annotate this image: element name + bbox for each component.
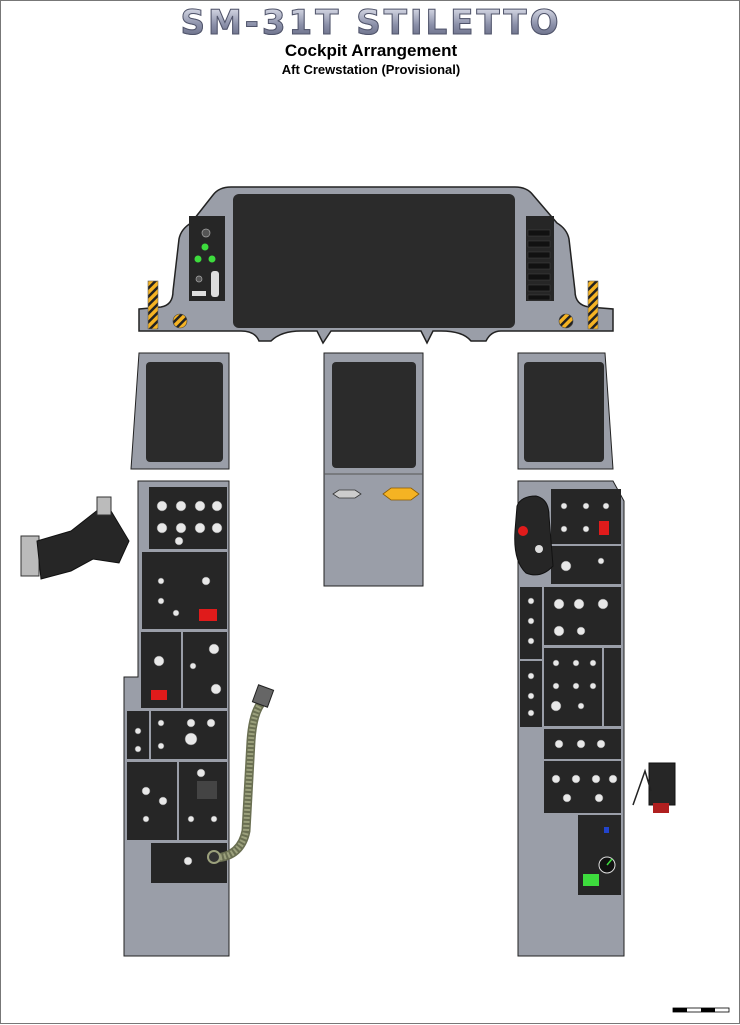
knob[interactable]: [201, 228, 211, 238]
console-panel: [127, 711, 149, 759]
console-panel: [127, 762, 177, 840]
gear-indicator-nose: [201, 243, 209, 251]
console-panel: [149, 487, 227, 549]
gear-handle[interactable]: [211, 271, 219, 297]
warning-switch-guard[interactable]: [199, 609, 217, 621]
left-mfd: [130, 352, 230, 470]
right-mfd: [517, 352, 614, 470]
main-instrument-panel: [138, 186, 614, 345]
ejection-handle-right[interactable]: [587, 280, 599, 330]
diagram-subtitle: Cockpit Arrangement: [284, 41, 458, 60]
control-knobs[interactable]: [134, 500, 223, 866]
stowed-equipment: [632, 762, 676, 813]
emergency-knob-left[interactable]: [172, 313, 188, 329]
warning-lights: [527, 229, 551, 301]
emergency-knob-right[interactable]: [558, 313, 574, 329]
console-panel: [544, 761, 621, 813]
scale-bar: [672, 1007, 730, 1013]
left-console: [123, 480, 230, 957]
aircraft-title: SM-31T STILETTO: [1, 3, 740, 44]
blue-indicator: [604, 827, 609, 833]
switch[interactable]: [192, 291, 206, 296]
console-panel: [551, 489, 621, 544]
warning-switch-guard[interactable]: [151, 690, 167, 700]
center-mfd: [323, 352, 424, 587]
console-panel: [544, 587, 621, 645]
console-panel: [604, 648, 621, 726]
knob[interactable]: [195, 275, 203, 283]
recall-button[interactable]: [332, 489, 362, 499]
diagram-caption: Aft Crewstation (Provisional): [281, 62, 461, 77]
gear-indicator-left: [194, 255, 202, 263]
indicator-window: [197, 781, 217, 799]
control-knobs[interactable]: [527, 502, 618, 803]
gear-indicator-right: [208, 255, 216, 263]
ejection-handle-left[interactable]: [147, 280, 159, 330]
right-console: [517, 480, 625, 957]
warning-switch-guard[interactable]: [599, 521, 609, 535]
console-panel: [183, 632, 227, 708]
control-stick[interactable]: [20, 496, 130, 580]
main-display-screen: [233, 194, 515, 328]
throttle[interactable]: [514, 495, 554, 576]
oxygen-hose: [207, 684, 275, 864]
green-indicator[interactable]: [583, 874, 599, 886]
master-caution-button[interactable]: [382, 487, 420, 501]
throttle-red-button[interactable]: [518, 526, 528, 536]
left-aux-panel: [189, 216, 225, 301]
